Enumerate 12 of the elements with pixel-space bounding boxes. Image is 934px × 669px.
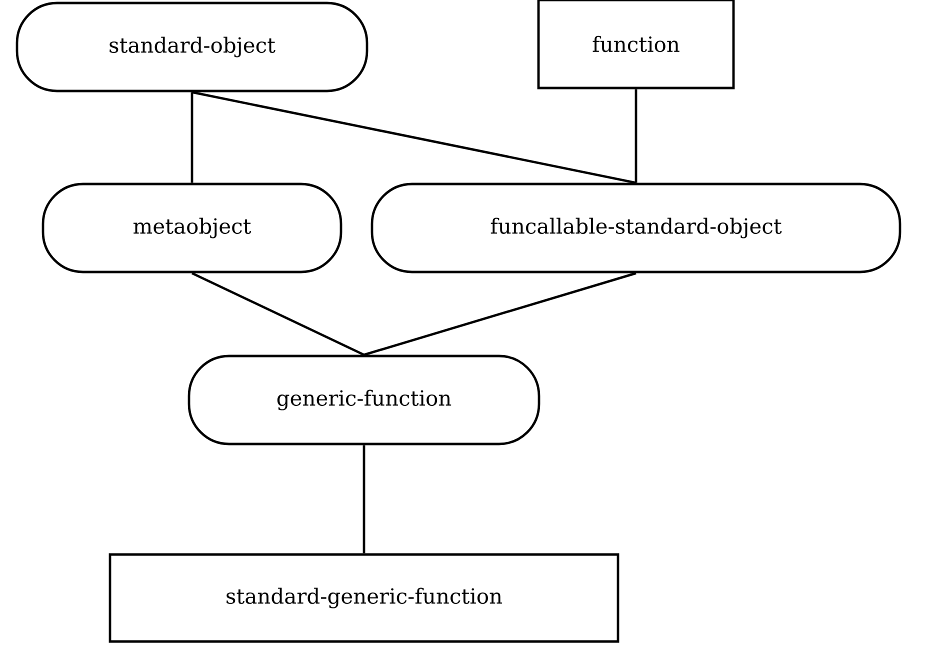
box: standard-generic-function [108,553,620,643]
rounded-box: metaobject [42,182,342,274]
connector-line [192,91,636,184]
connector-line [364,272,636,356]
connector-line [362,445,366,554]
rounded-box: standard-object [16,2,368,92]
box: function [537,0,735,90]
rounded-box: funcallable-standard-object [370,182,902,274]
rounded-box: generic-function [188,354,540,446]
connector-line [634,89,638,183]
connector-line [190,92,194,183]
connector-line [192,272,365,356]
